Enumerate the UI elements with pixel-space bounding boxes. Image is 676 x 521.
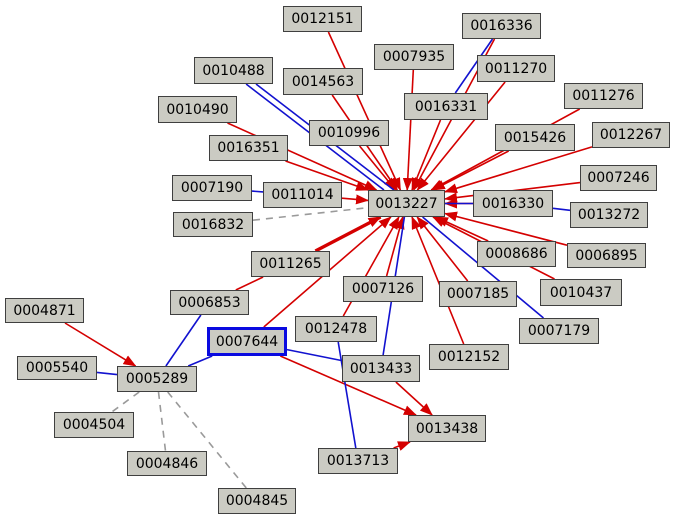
edge-0007935-0013227 bbox=[402, 69, 415, 191]
node-0013227[interactable]: 0013227 bbox=[368, 190, 445, 217]
node-0011276[interactable]: 0011276 bbox=[564, 83, 643, 109]
edge-0015426-0013227 bbox=[431, 150, 510, 191]
node-0005289[interactable]: 0005289 bbox=[117, 366, 197, 392]
edge-0012267-0013227 bbox=[444, 146, 593, 194]
node-0007179[interactable]: 0007179 bbox=[519, 318, 599, 344]
edge-0007126-0013227 bbox=[385, 216, 405, 277]
edge-0016351-0013227 bbox=[285, 160, 370, 191]
node-0016351[interactable]: 0016351 bbox=[209, 135, 288, 161]
node-0016330[interactable]: 0016330 bbox=[473, 190, 553, 217]
edge-0005289-0004846 bbox=[157, 391, 167, 452]
node-0013272[interactable]: 0013272 bbox=[570, 202, 648, 228]
node-0011014[interactable]: 0011014 bbox=[263, 182, 342, 208]
node-0004504[interactable]: 0004504 bbox=[54, 412, 134, 438]
edge-0004871-0005289 bbox=[64, 322, 137, 367]
node-0012152[interactable]: 0012152 bbox=[429, 344, 509, 370]
node-0015426[interactable]: 0015426 bbox=[495, 124, 575, 151]
edge-0006853-0011265 bbox=[235, 276, 264, 291]
edge-0007644-0013438 bbox=[279, 355, 417, 416]
edge-0006895-0013227 bbox=[444, 211, 568, 246]
edge-0016330-0013272 bbox=[552, 207, 571, 212]
edge-0011265-0013227 bbox=[314, 215, 382, 253]
node-0011265[interactable]: 0011265 bbox=[251, 251, 330, 277]
edge-0012152-0013227 bbox=[411, 216, 465, 345]
node-0012151[interactable]: 0012151 bbox=[283, 6, 362, 32]
edge-0011014-0013227 bbox=[341, 194, 369, 205]
edge-0012151-0013227 bbox=[327, 31, 402, 191]
node-0010437[interactable]: 0010437 bbox=[540, 279, 622, 306]
node-0007185[interactable]: 0007185 bbox=[439, 281, 517, 307]
edge-0005289-0004504 bbox=[111, 391, 140, 413]
node-0016832[interactable]: 0016832 bbox=[173, 212, 253, 237]
edge-0008686-0013227 bbox=[434, 216, 489, 242]
edge-0016832-0013227 bbox=[252, 206, 369, 221]
node-0012478[interactable]: 0012478 bbox=[295, 316, 377, 342]
node-0016331[interactable]: 0016331 bbox=[404, 93, 488, 120]
node-0004846[interactable]: 0004846 bbox=[127, 451, 207, 476]
node-0006895[interactable]: 0006895 bbox=[567, 243, 646, 268]
node-0007935[interactable]: 0007935 bbox=[374, 44, 454, 70]
node-0007126[interactable]: 0007126 bbox=[343, 276, 423, 302]
edge-0006853-0005289 bbox=[165, 314, 202, 367]
edge-0013433-0013438 bbox=[395, 381, 433, 416]
edge-0011270-0013227 bbox=[416, 81, 506, 191]
node-0007644[interactable]: 0007644 bbox=[207, 327, 287, 356]
edge-0007644-0005289 bbox=[187, 355, 213, 367]
node-0012267[interactable]: 0012267 bbox=[592, 122, 670, 148]
node-0010490[interactable]: 0010490 bbox=[158, 96, 237, 123]
edge-0007185-0013227 bbox=[416, 216, 469, 282]
edge-0016336-0016331 bbox=[454, 38, 494, 94]
node-0014563[interactable]: 0014563 bbox=[283, 68, 363, 95]
node-0005540[interactable]: 0005540 bbox=[17, 356, 97, 380]
node-0006853[interactable]: 0006853 bbox=[170, 290, 249, 315]
node-0004871[interactable]: 0004871 bbox=[5, 298, 84, 323]
node-0013713[interactable]: 0013713 bbox=[318, 448, 398, 474]
edge-0010996-0013227 bbox=[358, 145, 397, 191]
node-0010488[interactable]: 0010488 bbox=[194, 57, 273, 84]
node-0011270[interactable]: 0011270 bbox=[477, 55, 555, 82]
node-0007190[interactable]: 0007190 bbox=[172, 175, 252, 201]
node-0013438[interactable]: 0013438 bbox=[408, 415, 486, 442]
node-0010996[interactable]: 0010996 bbox=[309, 120, 389, 146]
edge-0007644-0013433 bbox=[286, 348, 343, 362]
node-0007246[interactable]: 0007246 bbox=[580, 165, 657, 191]
edge-0013227-0007179 bbox=[422, 216, 545, 319]
node-0013433[interactable]: 0013433 bbox=[342, 355, 420, 382]
edge-0007190-0011014 bbox=[251, 190, 264, 193]
node-0008686[interactable]: 0008686 bbox=[477, 241, 556, 267]
node-0016336[interactable]: 0016336 bbox=[462, 13, 541, 39]
edge-0010490-0013227 bbox=[227, 122, 378, 191]
node-0004845[interactable]: 0004845 bbox=[218, 488, 296, 514]
edge-0005540-0005289 bbox=[96, 371, 118, 376]
edge-0013713-0013438 bbox=[393, 441, 411, 451]
